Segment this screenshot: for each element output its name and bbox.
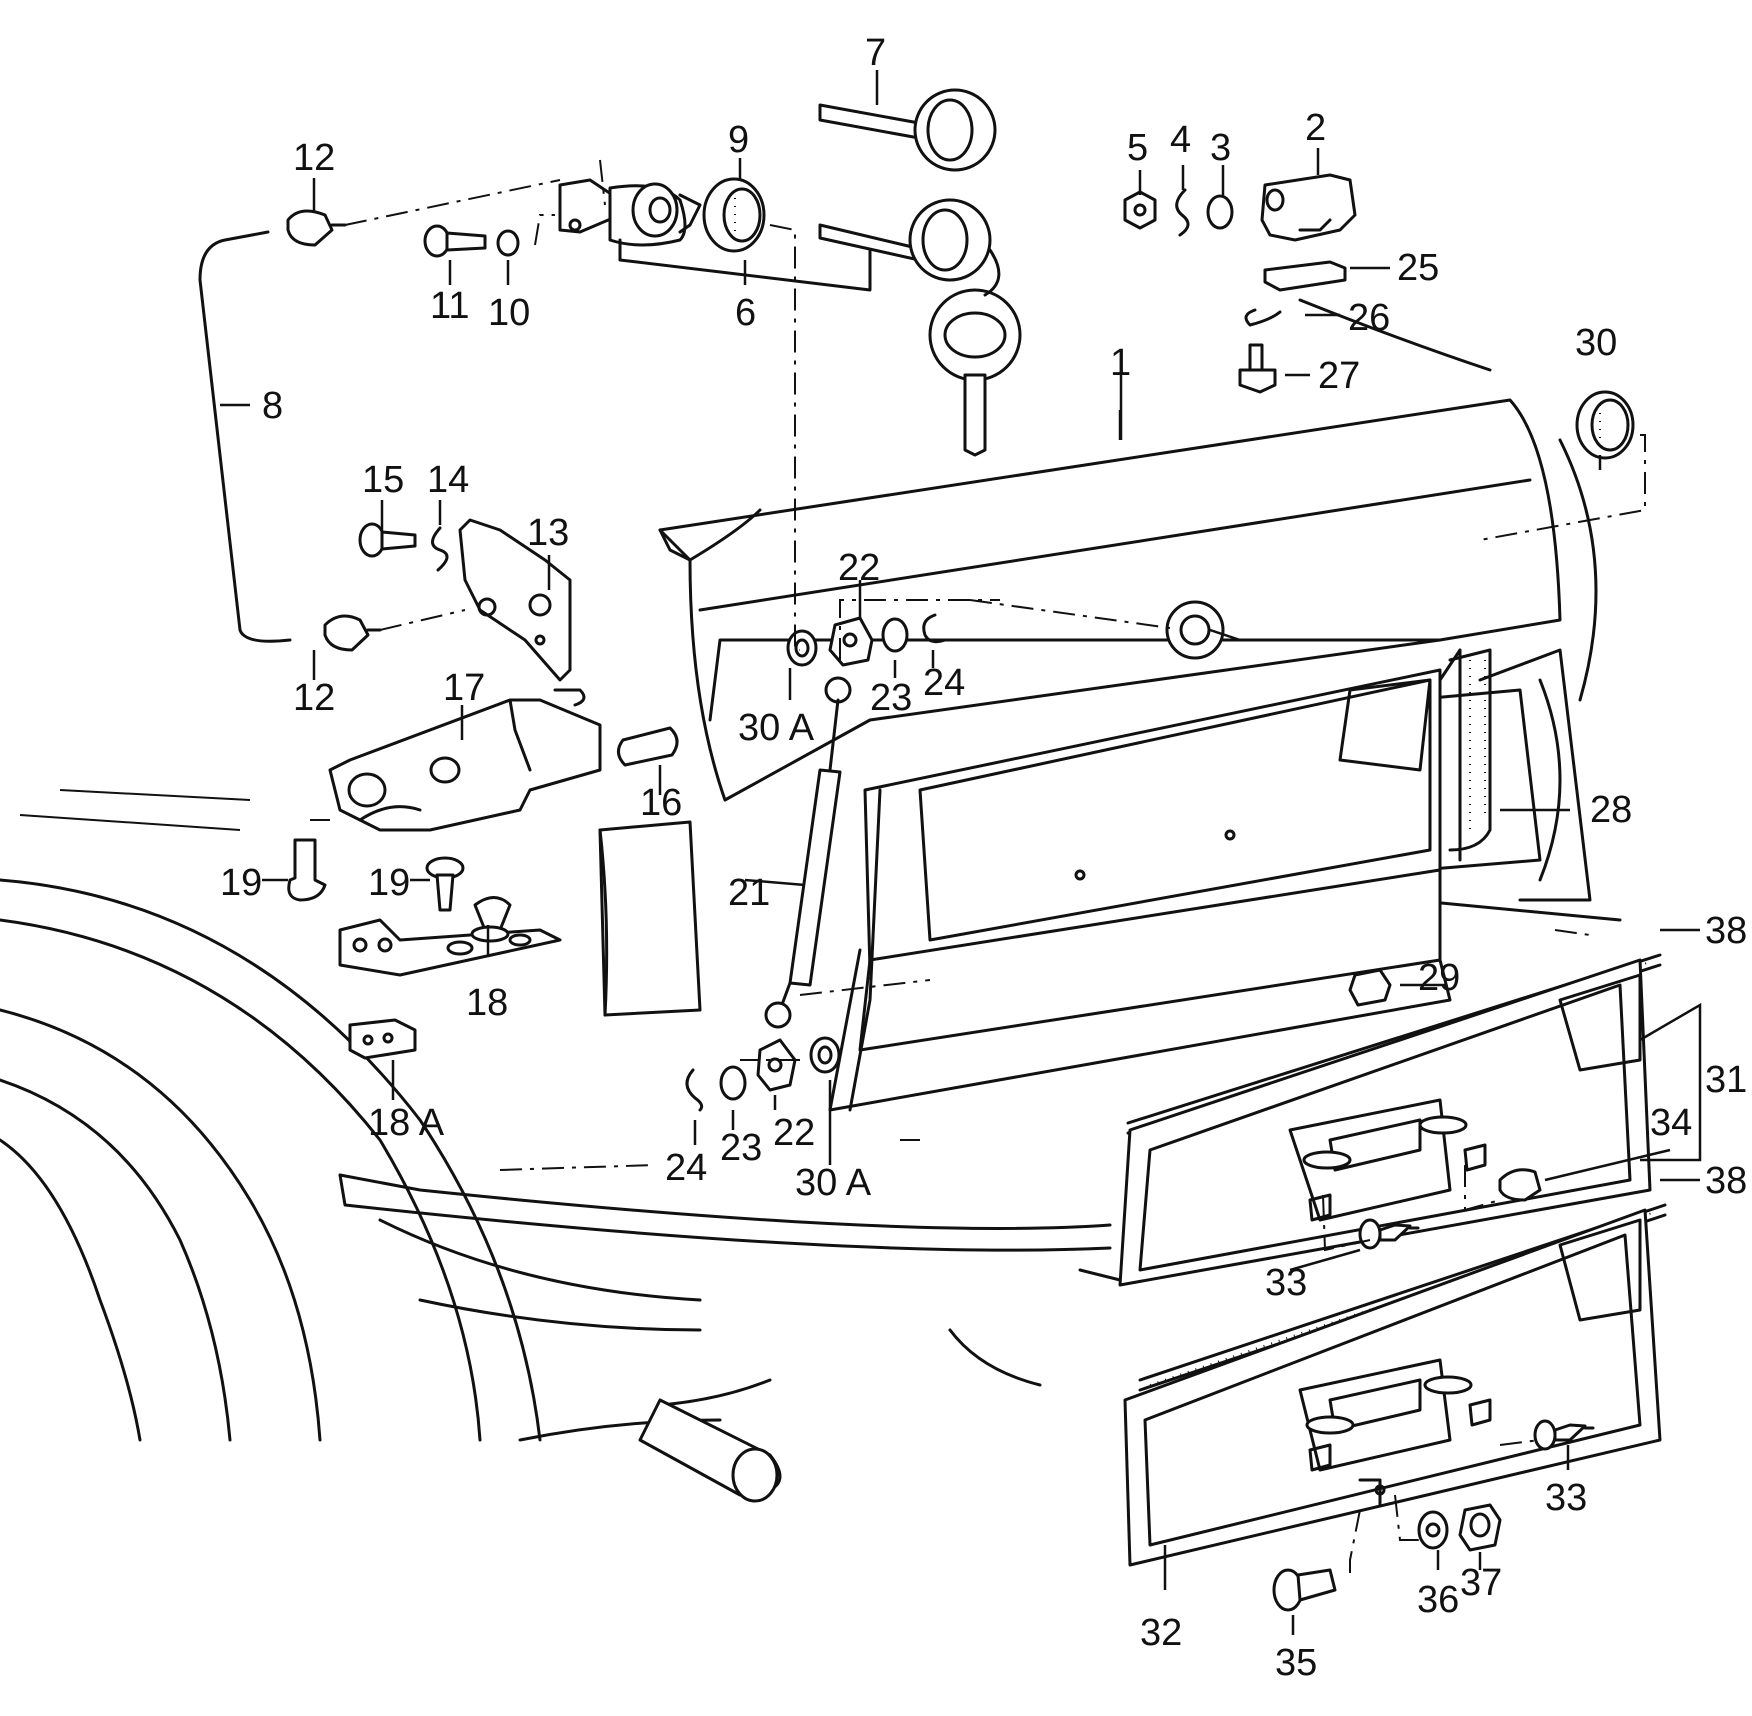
callout-38-lower: 38 <box>1705 1160 1747 1202</box>
license-plate-light-32 <box>1123 1203 1667 1567</box>
car-body-outline <box>0 298 1622 1503</box>
callout-1: 1 <box>1110 342 1131 384</box>
callout-33-lower: 33 <box>1545 1477 1587 1519</box>
callout-23-upper: 23 <box>870 677 912 719</box>
bolt-11 <box>423 224 487 258</box>
screw-19-left <box>287 838 327 902</box>
lock-mechanism-2 <box>1260 173 1357 242</box>
callout-29: 29 <box>1418 957 1460 999</box>
callout-24-upper: 24 <box>923 662 965 704</box>
callout-38-upper: 38 <box>1705 910 1747 952</box>
callout-16: 16 <box>640 782 682 824</box>
key-6b <box>928 248 1022 457</box>
callout-19-right: 19 <box>368 862 410 904</box>
callout-23-lower: 23 <box>720 1127 762 1169</box>
callout-34: 34 <box>1650 1102 1692 1144</box>
callout-18A: 18 A <box>368 1102 445 1144</box>
hinge-bracket <box>458 518 572 682</box>
grommet-30 <box>1575 390 1635 460</box>
callout-6: 6 <box>735 292 756 334</box>
key-7 <box>818 88 997 172</box>
callout-24-lower: 24 <box>665 1147 707 1189</box>
washer-36 <box>1417 1510 1449 1550</box>
callout-35: 35 <box>1275 1642 1317 1684</box>
screw-35 <box>1272 1568 1337 1612</box>
callout-18: 18 <box>466 982 508 1024</box>
plate-25 <box>1263 260 1347 292</box>
callout-36: 36 <box>1417 1579 1459 1621</box>
washer-26 <box>1244 308 1282 327</box>
callout-17: 17 <box>443 667 485 709</box>
clip-12-bottom <box>323 614 382 652</box>
callout-30: 30 <box>1575 322 1617 364</box>
callout-30A-upper: 30 A <box>738 707 815 749</box>
callout-14: 14 <box>427 459 469 501</box>
clip-34 <box>1498 1168 1542 1202</box>
callout-leaders <box>220 70 1702 1635</box>
callout-22-lower: 22 <box>773 1112 815 1154</box>
callout-5: 5 <box>1127 127 1148 169</box>
striker-18 <box>338 896 562 977</box>
spring-washer-14 <box>431 526 449 572</box>
callout-12-bottom: 12 <box>293 677 335 719</box>
callout-27: 27 <box>1318 355 1360 397</box>
washer-10 <box>496 229 520 257</box>
callout-19-left: 19 <box>220 862 262 904</box>
block-18A <box>348 1018 417 1060</box>
screw-19-right <box>425 856 465 912</box>
callout-28: 28 <box>1590 789 1632 831</box>
callout-25: 25 <box>1397 247 1439 289</box>
latch-17 <box>328 688 602 832</box>
callout-22-upper: 22 <box>838 547 880 589</box>
lock-cylinder-assembly <box>558 177 872 292</box>
callout-9: 9 <box>728 119 749 161</box>
callout-37: 37 <box>1460 1562 1502 1604</box>
nut-5 <box>1123 190 1157 230</box>
license-plate-light-31 <box>1118 953 1662 1287</box>
assembly-lines <box>310 159 1646 1580</box>
nut-37 <box>1458 1503 1502 1552</box>
callout-30A-lower: 30 A <box>795 1162 872 1204</box>
clip-29 <box>1348 968 1392 1007</box>
callout-8: 8 <box>262 385 283 427</box>
callout-2: 2 <box>1305 107 1326 149</box>
spring-washer-4 <box>1175 188 1190 237</box>
strut-mount-lower <box>685 1036 841 1112</box>
callout-7: 7 <box>865 32 886 74</box>
callout-10: 10 <box>488 292 530 334</box>
callout-21: 21 <box>728 872 770 914</box>
key-6a <box>818 198 992 282</box>
buffer-16 <box>617 726 679 767</box>
operating-rod <box>198 230 292 643</box>
callout-3: 3 <box>1210 127 1231 169</box>
callout-33-upper: 33 <box>1265 1262 1307 1304</box>
callout-4: 4 <box>1170 119 1191 161</box>
clip-12-top <box>286 209 347 247</box>
callout-15: 15 <box>362 459 404 501</box>
callout-labels: 1 2 3 4 5 6 7 8 9 10 11 12 12 13 14 15 1… <box>220 32 1747 1684</box>
tailgate-panel <box>658 398 1562 1112</box>
callout-11: 11 <box>430 285 469 327</box>
callout-12-top: 12 <box>293 137 335 179</box>
callout-31: 31 <box>1705 1059 1747 1101</box>
rivet-33-lower <box>1533 1419 1595 1451</box>
gas-strut <box>744 676 852 1029</box>
bolt-27 <box>1238 343 1277 394</box>
screw-15 <box>358 522 417 558</box>
callout-32: 32 <box>1140 1612 1182 1654</box>
washer-3 <box>1206 194 1234 230</box>
callout-13: 13 <box>527 512 569 554</box>
callout-26: 26 <box>1348 297 1390 339</box>
